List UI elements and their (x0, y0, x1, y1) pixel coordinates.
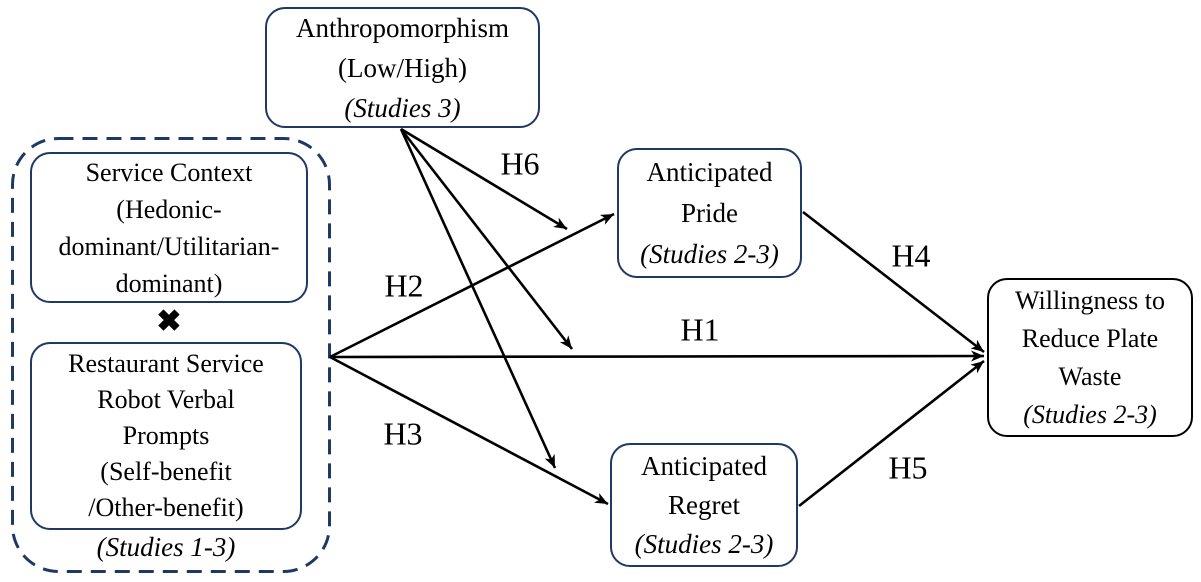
robot-prompts-box: Restaurant Service Robot Verbal Prompts … (30, 342, 302, 530)
regret-label-2: Regret (668, 489, 740, 520)
service-context-levels-2: dominant/Utilitarian- (58, 231, 280, 261)
arrow-h6-moderation-on-h2 (400, 127, 568, 231)
willingness-label-2: Reduce Plate (1021, 323, 1159, 353)
pride-label-2: Pride (681, 197, 738, 228)
robot-prompts-levels-1: (Self-benefit (100, 457, 232, 486)
robot-prompts-label-2: Robot Verbal (97, 385, 235, 414)
interaction-cross-icon: ✖ (156, 305, 182, 338)
hypothesis-label-h5: H5 (888, 449, 928, 486)
arrow-h6-moderation-on-h1 (399, 128, 574, 350)
arrow-h4-pride-to-willingness (802, 210, 985, 354)
hypothesis-label-h2: H2 (384, 267, 424, 304)
anthropomorphism-label: Anthropomorphism (296, 12, 509, 43)
willingness-label-3: Waste (1058, 361, 1122, 391)
anthropomorphism-study-note: (Studies 3) (344, 92, 461, 123)
hypothesis-label-h6: H6 (500, 145, 540, 182)
anthropomorphism-levels: (Low/High) (338, 52, 467, 83)
hypothesis-label-h1: H1 (680, 311, 720, 348)
robot-prompts-levels-2: /Other-benefit) (88, 493, 244, 522)
anthropomorphism-box: Anthropomorphism (Low/High) (Studies 3) (265, 7, 540, 128)
willingness-outcome-box: Willingness to Reduce Plate Waste (Studi… (987, 278, 1193, 437)
arrow-h3-iv-to-regret (329, 355, 609, 506)
anticipated-pride-box: Anticipated Pride (Studies 2-3) (617, 148, 802, 278)
anticipated-regret-box: Anticipated Regret (Studies 2-3) (610, 443, 798, 567)
willingness-label-1: Willingness to (1015, 285, 1165, 315)
regret-label-1: Anticipated (641, 450, 767, 481)
arrow-h1-iv-to-willingness (329, 350, 985, 362)
robot-prompts-label-3: Prompts (122, 421, 210, 450)
iv-cluster-study-note: (Studies 1-3) (96, 532, 236, 562)
service-context-levels-1: (Hedonic- (116, 194, 222, 224)
arrow-h6-moderation-on-h3 (399, 128, 557, 469)
service-context-levels-3: dominant) (115, 268, 223, 298)
arrow-h5-regret-to-willingness (798, 359, 985, 508)
pride-label-1: Anticipated (646, 156, 773, 187)
willingness-study-note: (Studies 2-3) (1023, 399, 1157, 429)
service-context-box: Service Context (Hedonic- dominant/Utili… (30, 152, 308, 303)
regret-study-note: (Studies 2-3) (634, 528, 774, 559)
hypothesis-label-h3: H3 (383, 415, 423, 452)
hypothesis-label-h4: H4 (891, 237, 931, 274)
robot-prompts-label-1: Restaurant Service (68, 349, 264, 378)
pride-study-note: (Studies 2-3) (640, 238, 779, 269)
iv-cluster-dashed-border (11, 137, 331, 573)
service-context-label: Service Context (85, 157, 253, 187)
